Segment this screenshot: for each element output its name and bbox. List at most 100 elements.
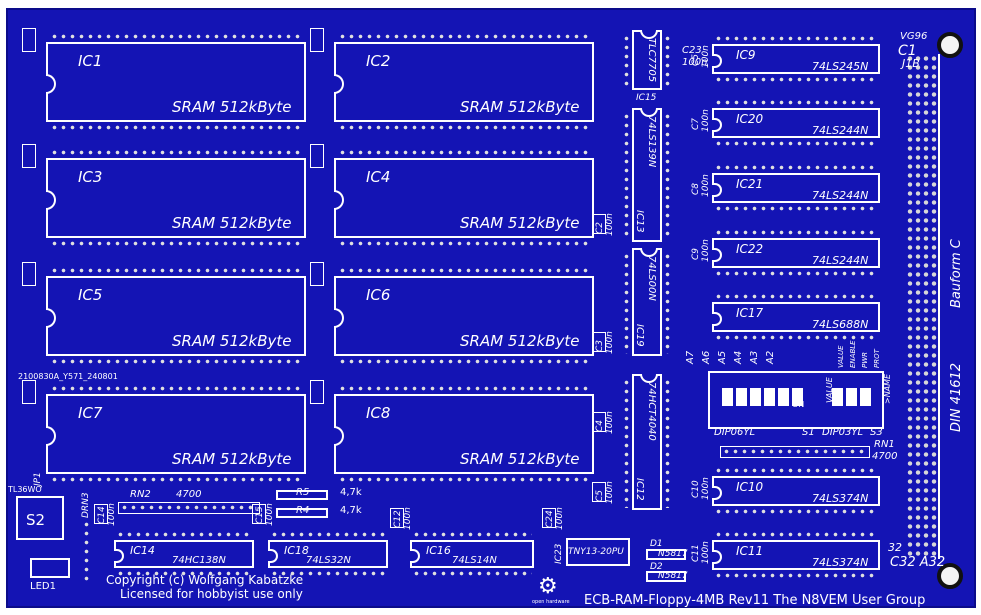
sram-value: SRAM 512kByte — [460, 332, 580, 350]
cap-outline — [252, 504, 266, 524]
cap-value: 100n — [701, 174, 711, 197]
sram-value: SRAM 512kByte — [172, 332, 292, 350]
function-label: VALUE — [837, 345, 845, 368]
din-connector-pads — [906, 54, 938, 559]
sram-value: SRAM 512kByte — [460, 214, 580, 232]
sram-ref: IC6 — [366, 286, 391, 304]
ic-pins-right — [665, 378, 670, 508]
cap-outline — [592, 214, 606, 234]
ic-ref: IC19 — [634, 324, 645, 347]
rn2-value: 4700 — [176, 489, 202, 500]
dip-switch-toggle[interactable] — [860, 388, 871, 406]
cap-ref: C10 — [691, 480, 701, 498]
ic-value: 74LS139N — [646, 116, 657, 168]
ic-pins-bottom — [270, 571, 386, 576]
board-title: ECB-RAM-Floppy-4MB Rev11 The N8VEM User … — [584, 593, 926, 608]
s3-ref: S3 — [870, 427, 883, 438]
sram-pins-top — [50, 150, 304, 155]
rn2-outline — [118, 502, 260, 514]
ic-pins-top — [714, 294, 878, 299]
address-label: A2 — [765, 350, 776, 364]
ic-pins-right — [665, 34, 670, 88]
rn1-pins — [722, 449, 868, 454]
sram-ref: IC5 — [78, 286, 103, 304]
cap-outline — [542, 508, 556, 528]
chip-notch — [46, 190, 56, 210]
bauform-label: Bauform C — [949, 239, 964, 308]
d1-ref: D1 — [650, 539, 663, 549]
sram-ref: IC4 — [366, 168, 391, 186]
chip-notch — [712, 486, 722, 500]
address-label: A7 — [685, 350, 696, 364]
sram-ref: IC8 — [366, 404, 391, 422]
ic-value: 74LS245N — [812, 60, 869, 73]
dip-switch-toggle[interactable] — [736, 388, 747, 406]
ic-value: 74LS688N — [812, 318, 869, 331]
ic-pins-top — [714, 165, 878, 170]
dip-switch-toggle[interactable] — [764, 388, 775, 406]
ic-pins-top — [714, 230, 878, 235]
ic-ref: IC13 — [634, 210, 645, 233]
s3-value: DIP03YL — [822, 427, 864, 438]
ic-value: 74HC138N — [172, 555, 226, 566]
ic-pins-top — [714, 468, 878, 473]
vgs-label: VG96 — [900, 31, 928, 42]
open-hardware-gear-icon: ⚙ — [538, 574, 558, 599]
cap-value: 100n — [605, 213, 615, 236]
ic-ref: IC20 — [736, 112, 764, 126]
vertical-ic: 74LS139N IC13 — [632, 108, 662, 242]
din-connector-outline — [938, 54, 944, 559]
address-label: A6 — [701, 350, 712, 364]
ic-pins-bottom — [714, 271, 878, 276]
j1b-label: J1B — [902, 57, 920, 70]
ic-value: 74LS244N — [812, 124, 869, 137]
c1-label: C1 — [898, 43, 917, 59]
pin32-label: 32 — [888, 541, 902, 554]
dip-on-label: ON — [792, 400, 805, 409]
sram-pins-top — [50, 268, 304, 273]
ic-ref: IC9 — [736, 48, 756, 62]
dip-switch-toggle[interactable] — [750, 388, 761, 406]
dip-switch-block — [708, 371, 884, 429]
sram-pins-top — [50, 34, 304, 39]
sram-pins-bottom — [338, 359, 592, 364]
cap-outline — [94, 504, 108, 524]
dip-switch-toggle[interactable] — [792, 388, 803, 406]
mounting-hole-bottom — [937, 563, 963, 589]
sram-pins-bottom — [50, 477, 304, 482]
drn3-label: DRN3 — [81, 492, 91, 518]
ic-pins-bottom — [714, 573, 878, 578]
ic-value: 74LS14N — [452, 555, 497, 566]
d2-outline — [646, 571, 686, 582]
address-label: A4 — [733, 350, 744, 364]
ic-value: 74LS374N — [812, 556, 869, 569]
ic-pins-left — [624, 34, 629, 88]
rn1-outline — [720, 446, 870, 458]
dip-switch-toggle[interactable] — [722, 388, 733, 406]
sram-ref: IC1 — [78, 52, 103, 70]
cap-outline — [592, 482, 606, 502]
cap-value: 100n — [701, 477, 711, 500]
ic-value: 74LS00N — [646, 256, 657, 301]
mounting-hole-top — [937, 32, 963, 58]
chip-notch — [268, 549, 278, 563]
r4-value: 4,7k — [340, 505, 362, 516]
sram-ref: IC2 — [366, 52, 391, 70]
dip-switch-toggle[interactable] — [832, 388, 843, 406]
sram-decoupling-cap — [22, 262, 36, 286]
chip-notch — [712, 312, 722, 326]
cap-value: 100n — [605, 411, 615, 434]
sram-ref: IC7 — [78, 404, 103, 422]
dip-switch-toggle[interactable] — [778, 388, 789, 406]
dip-switch-toggle[interactable] — [846, 388, 857, 406]
ic-pins-top — [714, 100, 878, 105]
r5-outline — [276, 490, 328, 500]
sram-value: SRAM 512kByte — [460, 98, 580, 116]
cap-value: 100n — [403, 507, 413, 530]
sram-pins-bottom — [338, 125, 592, 130]
